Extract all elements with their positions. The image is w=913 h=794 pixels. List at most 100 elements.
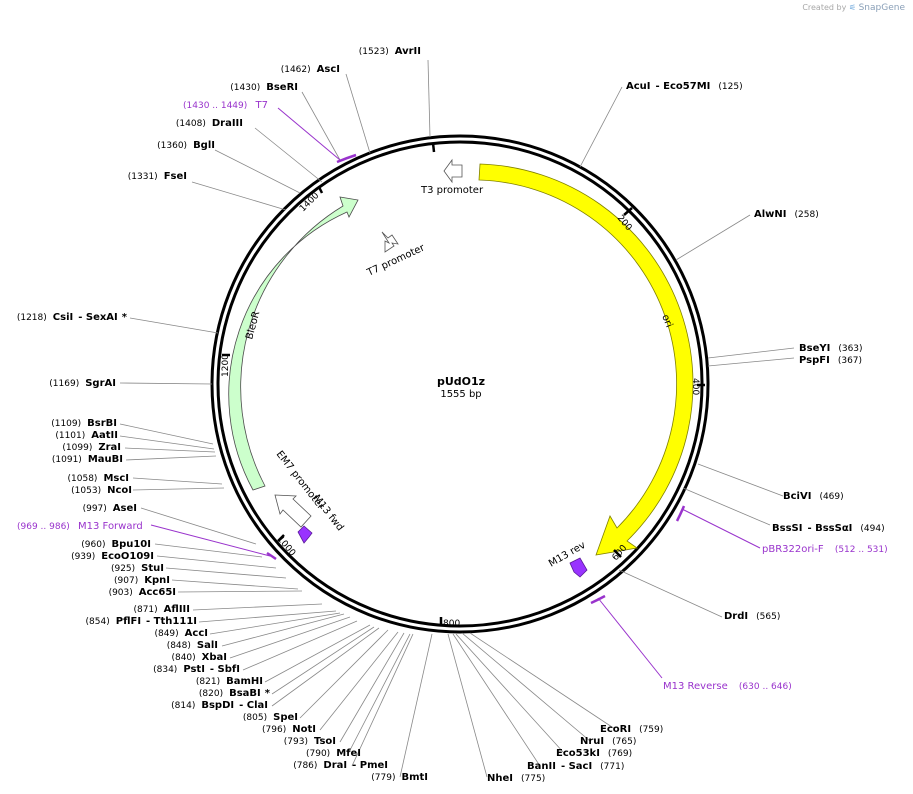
site-label-asei: (997)AseI bbox=[83, 503, 137, 514]
site-label-stui: (925)StuI bbox=[111, 563, 164, 574]
site-label-maubi: (1091)MauBI bbox=[52, 454, 123, 465]
em7-promoter-arrow bbox=[274, 494, 312, 528]
site-label-bseri: (1430) BseRI bbox=[230, 82, 298, 93]
site-enzyme-name: PstI bbox=[183, 664, 205, 675]
site-position: (820) bbox=[199, 689, 223, 699]
site-position: (765) bbox=[612, 737, 636, 747]
site-label-ecoo109i: (939)EcoO109I bbox=[71, 551, 154, 562]
site-label-alwni: AlwNI(258) bbox=[754, 209, 819, 220]
site-enzyme-name: BseRI bbox=[266, 82, 298, 93]
site-position: (1360) bbox=[157, 141, 187, 151]
primer-labels: (1430 .. 1449) T7 (969 .. 986) M13 Forwa… bbox=[17, 100, 888, 692]
site-label-psti: (834)PstI- SbfI bbox=[153, 664, 240, 675]
site-position: (1218) bbox=[17, 313, 47, 323]
site-label-sgrai: (1169)SgrAI bbox=[49, 378, 116, 389]
site-position: (840) bbox=[171, 653, 195, 663]
site-enzyme-name-2: - BssSαI bbox=[807, 523, 852, 534]
site-position: (363) bbox=[838, 344, 862, 354]
primer-range: (1430 .. 1449) bbox=[183, 101, 247, 111]
site-label-bmti: (779) BmtI bbox=[371, 772, 428, 783]
site-position: (821) bbox=[196, 677, 220, 687]
site-position: (960) bbox=[81, 540, 105, 550]
site-label-bcivi: BciVI(469) bbox=[783, 491, 844, 502]
site-label-acci: (849)AccI bbox=[154, 628, 208, 639]
site-enzyme-name: DrdI bbox=[724, 611, 748, 622]
site-enzyme-name: PspFI bbox=[799, 355, 830, 366]
site-enzyme-name: BspDI bbox=[201, 700, 234, 711]
site-enzyme-name: FseI bbox=[164, 171, 187, 182]
primer-range: (969 .. 986) bbox=[17, 522, 70, 532]
primer-name: T7 bbox=[254, 100, 267, 111]
site-position: (805) bbox=[243, 713, 267, 723]
site-enzyme-name: MscI bbox=[103, 473, 129, 484]
snapgene-logo-icon: ⚟ bbox=[848, 3, 857, 12]
site-enzyme-name: BamHI bbox=[226, 676, 263, 687]
site-enzyme-name: CsiI bbox=[53, 312, 73, 323]
site-enzyme-name: AlwNI bbox=[754, 209, 787, 220]
site-position: (1053) bbox=[71, 486, 101, 496]
site-enzyme-name: AvrII bbox=[395, 46, 421, 57]
site-position: (814) bbox=[171, 701, 195, 711]
m13-fwd-arrow bbox=[297, 525, 313, 544]
site-position: (769) bbox=[608, 749, 632, 759]
site-label-bamhi: (821) BamHI bbox=[196, 676, 263, 687]
m13-rev-arrow bbox=[569, 557, 588, 578]
site-label-noti: (796)NotI bbox=[262, 724, 316, 735]
site-position: (779) bbox=[371, 773, 395, 783]
site-position: (1109) bbox=[51, 419, 81, 429]
site-label-zrai: (1099)ZraI bbox=[62, 442, 121, 453]
site-label-tsoi: (793)TsoI bbox=[284, 736, 336, 747]
site-label-fsei: (1331) FseI bbox=[128, 171, 187, 182]
site-position: (854) bbox=[86, 617, 110, 627]
site-label-acui: AcuI- Eco57MI(125) bbox=[626, 81, 743, 92]
site-position: (903) bbox=[109, 588, 133, 598]
primer-label-m13-reverse: M13 Reverse (630 .. 646) bbox=[663, 681, 792, 692]
site-enzyme-name: EcoRI bbox=[600, 724, 631, 735]
site-enzyme-name: AcuI bbox=[626, 81, 651, 92]
site-position: (786) bbox=[293, 761, 317, 771]
site-position: (1331) bbox=[128, 172, 158, 182]
site-enzyme-name-2: - PmeI bbox=[352, 760, 388, 771]
primer-name: M13 Forward bbox=[78, 521, 143, 532]
credit-prefix: Created by bbox=[802, 3, 847, 12]
site-label-bsabi: (820)BsaBI* bbox=[199, 688, 271, 699]
site-enzyme-name: BmtI bbox=[401, 772, 428, 783]
site-label-nrui: NruI(765) bbox=[580, 736, 636, 747]
site-enzyme-name: BseYI bbox=[799, 343, 830, 354]
site-position: (1058) bbox=[68, 474, 98, 484]
site-enzyme-name: SpeI bbox=[273, 712, 298, 723]
site-enzyme-name: XbaI bbox=[202, 652, 227, 663]
site-enzyme-name: KpnI bbox=[144, 575, 170, 586]
site-label-ecori: EcoRI(759) bbox=[600, 724, 663, 735]
site-enzyme-name: DraIII bbox=[212, 118, 243, 129]
tick-label-1000: 1000 bbox=[275, 535, 298, 559]
site-position: (871) bbox=[133, 605, 157, 615]
site-enzyme-name: MfeI bbox=[336, 748, 361, 759]
site-position: (997) bbox=[83, 504, 107, 514]
site-label-csii: (1218)CsiI- SexAI* bbox=[17, 312, 128, 323]
site-position: (925) bbox=[111, 564, 135, 574]
site-position: (907) bbox=[114, 576, 138, 586]
site-label-acc65i: (903)Acc65I bbox=[109, 587, 176, 598]
site-enzyme-name: TsoI bbox=[314, 736, 336, 747]
site-enzyme-name: NcoI bbox=[107, 485, 132, 496]
site-position: (1099) bbox=[62, 443, 92, 453]
tick-labels: 200 400 600 800 1000 1200 1400 bbox=[221, 191, 700, 629]
site-enzyme-name: SgrAI bbox=[85, 378, 116, 389]
site-enzyme-name: BglI bbox=[193, 140, 215, 151]
feature-label-t7-promoter: T7 promoter bbox=[365, 242, 428, 279]
site-position: (848) bbox=[167, 641, 191, 651]
feature-label-m13-fwd: M13 fwd bbox=[311, 493, 346, 533]
backbone-ticks bbox=[222, 142, 705, 626]
created-by-credit: Created by ⚟ SnapGene bbox=[802, 3, 905, 13]
tick-label-400: 400 bbox=[690, 378, 700, 395]
t3-promoter-arrow bbox=[443, 158, 463, 184]
primer-leader-lines bbox=[150, 107, 761, 679]
site-position: (494) bbox=[860, 524, 884, 534]
site-position: (1430) bbox=[230, 83, 260, 93]
site-enzyme-name-2: - SacI bbox=[561, 761, 592, 772]
primer-name: pBR322ori-F bbox=[762, 544, 824, 555]
plasmid-name: pUdO1z bbox=[437, 375, 485, 388]
site-enzyme-name: MauBI bbox=[88, 454, 123, 465]
